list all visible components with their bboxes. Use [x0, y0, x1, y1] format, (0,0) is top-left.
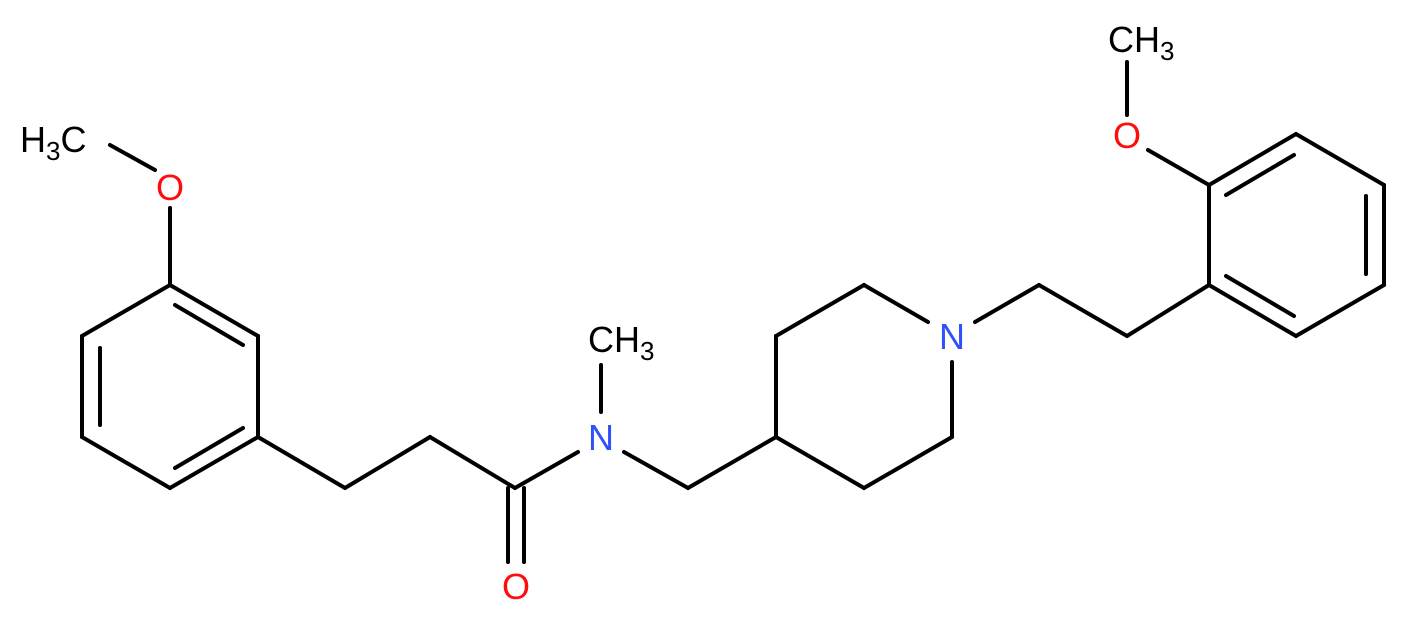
amide-nitrogen-label: N [588, 417, 614, 458]
bond [80, 283, 172, 338]
bond [256, 435, 347, 490]
bond [513, 450, 580, 490]
n-methyl-ch: CH [588, 319, 640, 360]
bond [1207, 283, 1298, 338]
bond [168, 283, 260, 338]
n-methyl-subscript: 3 [640, 336, 654, 366]
bond [622, 450, 690, 490]
piperidine-ring [774, 283, 954, 490]
bond [862, 435, 954, 490]
bond [1207, 132, 1298, 187]
methyl-subscript: 3 [46, 136, 60, 166]
n-methyl-label: CH3 [588, 319, 654, 366]
methyl-subscript: 3 [1160, 36, 1174, 66]
methyl-h: H [20, 119, 46, 160]
methoxy-right-oxygen-label: O [1113, 115, 1141, 156]
methyl-ch: CH [1108, 19, 1160, 60]
bond [428, 435, 517, 490]
aromatic-inner-bond [173, 426, 245, 470]
bond [1125, 283, 1211, 338]
bond [862, 283, 930, 324]
methoxy-right-methyl-label: CH3 [1108, 19, 1174, 66]
bond [973, 283, 1041, 324]
bond [343, 435, 432, 490]
bond [108, 143, 157, 172]
bond [1294, 283, 1386, 338]
methoxy-left-oxygen-label: O [156, 167, 184, 208]
aromatic-inner-bond [173, 303, 245, 347]
left-benzene-ring [80, 283, 260, 490]
bond [1146, 148, 1211, 187]
piperidine-nitrogen-label: N [939, 316, 965, 357]
bond [80, 435, 172, 490]
bond [774, 283, 866, 338]
aromatic-inner-bond [1224, 274, 1296, 318]
bond [168, 435, 260, 490]
bond [1037, 283, 1129, 338]
right-benzene-ring [1207, 132, 1386, 338]
methoxy-left-methyl-label: H3C [20, 119, 86, 166]
methyl-c: C [60, 119, 86, 160]
bond [686, 435, 778, 490]
bond [774, 435, 866, 490]
bond [1294, 132, 1386, 187]
aromatic-inner-bond [1224, 153, 1296, 197]
carbonyl-oxygen-label: O [502, 566, 530, 607]
